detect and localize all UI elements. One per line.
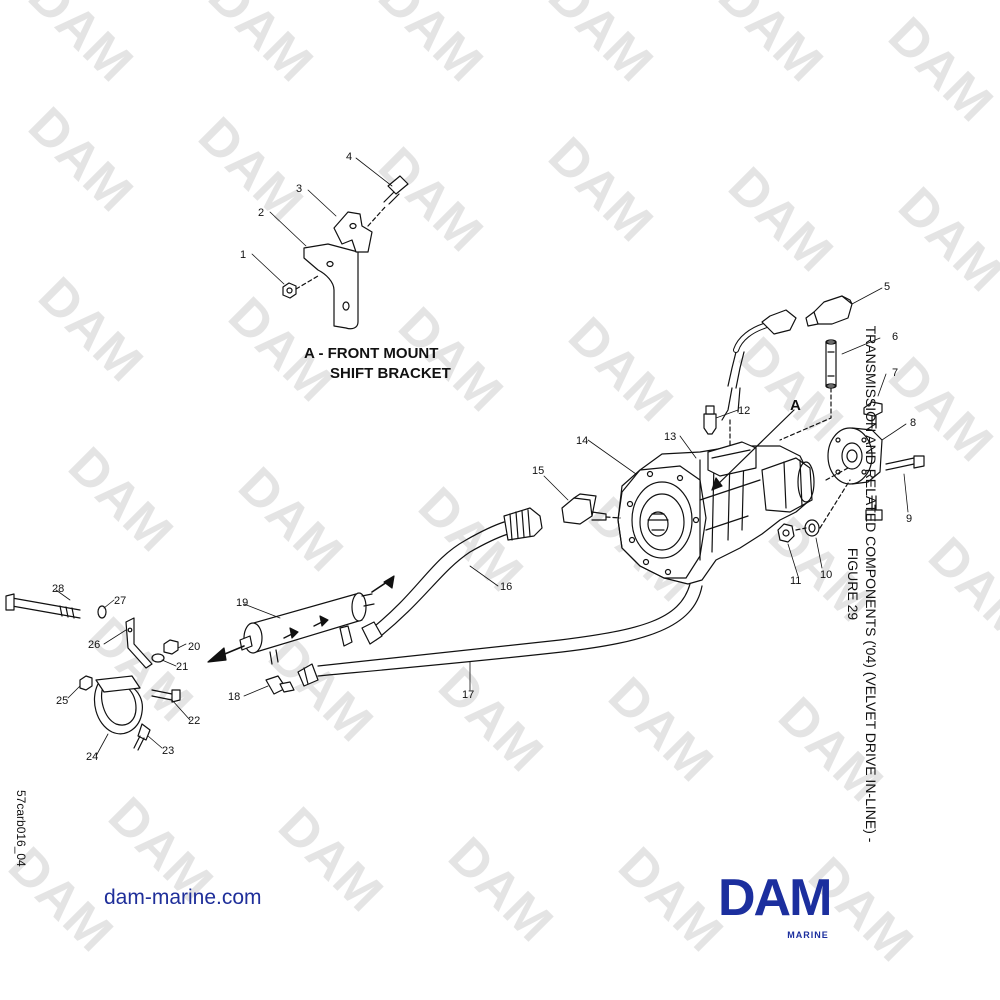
logo-subtext: MARINE xyxy=(787,930,829,940)
callout-25: 25 xyxy=(56,695,68,707)
callout-labels: 1 2 3 4 5 6 7 8 9 10 11 12 13 14 15 16 1… xyxy=(52,151,916,763)
clamp-hole xyxy=(349,222,357,230)
cooler-clamp xyxy=(93,683,143,735)
washer xyxy=(151,653,165,663)
flow-arrows xyxy=(207,477,723,663)
callout-7: 7 xyxy=(892,367,898,379)
callout-18: 18 xyxy=(228,691,240,703)
detail-a-label: A - FRONT MOUNT SHIFT BRACKET xyxy=(304,345,451,382)
coupling-bolt xyxy=(863,401,883,417)
callout-1: 1 xyxy=(240,249,246,261)
cooler-bracket xyxy=(125,617,153,669)
drain-fitting xyxy=(265,675,295,695)
shift-bracket xyxy=(303,243,359,330)
shift-cable-clamp xyxy=(333,211,373,253)
clamp-screw xyxy=(137,723,151,741)
callout-13: 13 xyxy=(664,431,676,443)
shift-cable xyxy=(727,351,745,389)
lock-washer xyxy=(804,519,820,537)
callout-2: 2 xyxy=(258,207,264,219)
callout-8: 8 xyxy=(910,417,916,429)
coupling-nut xyxy=(777,523,795,543)
callout-4: 4 xyxy=(346,151,352,163)
callout-6: 6 xyxy=(892,331,898,343)
transmission-elbow-fitting xyxy=(561,493,621,525)
callout-11: 11 xyxy=(790,575,801,587)
oil-cooler xyxy=(239,592,375,665)
elbow-fitting xyxy=(811,295,853,325)
logo-wordmark: DAM xyxy=(718,869,832,927)
callout-12: 12 xyxy=(738,405,750,417)
figure-title-line1: TRANSMISSION AND RELATED COMPONENTS ('04… xyxy=(863,325,879,843)
bracket-hole xyxy=(342,301,350,311)
bracket-nut xyxy=(282,282,297,299)
callout-21: 21 xyxy=(176,661,188,673)
callout-27: 27 xyxy=(114,595,126,607)
coupling-bolt xyxy=(885,457,915,471)
callout-14: 14 xyxy=(576,435,588,447)
clamp-screw xyxy=(151,689,173,701)
clamp-screw xyxy=(387,175,409,195)
callout-17: 17 xyxy=(462,689,474,701)
cooler-hose-upper xyxy=(361,507,543,645)
dam-marine-logo: DAM MARINE xyxy=(718,870,898,942)
callout-24: 24 xyxy=(86,751,98,763)
callout-9: 9 xyxy=(906,513,912,525)
callout-3: 3 xyxy=(296,183,302,195)
callout-23: 23 xyxy=(162,745,174,757)
figure-title-line2: FIGURE 29 xyxy=(845,547,861,621)
mounting-bolt-long xyxy=(11,597,81,619)
shift-linkage-group xyxy=(703,295,853,447)
callout-19: 19 xyxy=(236,597,248,609)
cooler-hose-lower xyxy=(297,583,703,687)
transmission-assembly xyxy=(617,441,815,585)
washer xyxy=(97,605,107,619)
view-marker-a: A xyxy=(790,397,801,414)
bracket-nut xyxy=(163,639,179,655)
callout-10: 10 xyxy=(820,569,832,581)
website-link[interactable]: dam-marine.com xyxy=(104,886,262,909)
leader-lines xyxy=(55,157,909,757)
front-mount-shift-bracket-detail xyxy=(282,175,409,330)
callout-16: 16 xyxy=(500,581,512,593)
detail-label-line2: SHIFT BRACKET xyxy=(330,365,451,382)
figure-code: 57carb016_04 xyxy=(14,790,28,867)
callout-5: 5 xyxy=(884,281,890,293)
figure-title: TRANSMISSION AND RELATED COMPONENTS ('04… xyxy=(844,324,880,844)
cable-sleeve xyxy=(825,341,837,387)
bracket-hole xyxy=(326,260,334,268)
view-arrow xyxy=(711,477,723,491)
flow-arrow-in xyxy=(383,575,395,589)
output-flange-group xyxy=(777,401,925,543)
callout-22: 22 xyxy=(188,715,200,727)
callout-20: 20 xyxy=(188,641,200,653)
detail-label-line1: A - FRONT MOUNT xyxy=(304,345,438,362)
callout-26: 26 xyxy=(88,639,100,651)
callout-15: 15 xyxy=(532,465,544,477)
callout-28: 28 xyxy=(52,583,64,595)
neutral-switch xyxy=(703,413,717,435)
clamp-nut xyxy=(79,675,93,691)
cooler-mount-group xyxy=(5,593,181,751)
